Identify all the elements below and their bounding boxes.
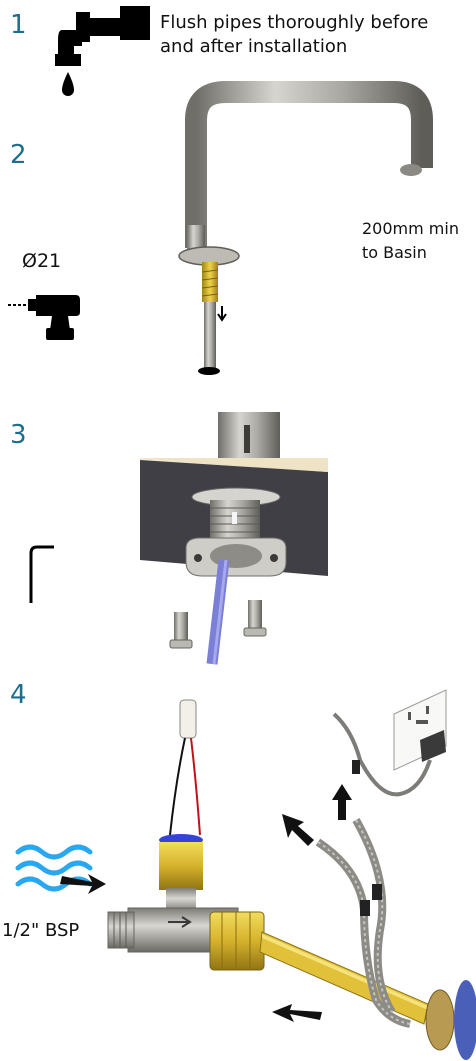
drill-icon (8, 295, 80, 340)
allen-key-icon (29, 545, 54, 603)
step-3-number: 3 (10, 420, 27, 450)
braided-hoses (315, 818, 411, 1028)
flush-instruction-line2: and after installation (160, 36, 348, 57)
tap-flush-icon (55, 6, 150, 96)
thread-size-label: 1/2" BSP (2, 920, 80, 941)
flush-instruction-line1: Flush pipes thoroughly before (160, 12, 429, 33)
basin-clearance-line2: to Basin (362, 243, 427, 262)
step-2-number: 2 (10, 140, 27, 170)
direction-arrows (60, 784, 352, 1022)
underside-mounting-illustration (140, 412, 328, 665)
power-adapter (332, 689, 447, 797)
sensor-cable (169, 699, 201, 836)
step-4-number: 4 (10, 680, 27, 710)
basin-clearance-line1: 200mm min (362, 219, 459, 238)
step-1-number: 1 (10, 10, 27, 40)
water-waves-icon (15, 844, 93, 892)
spout-illustration (178, 81, 433, 375)
drill-size-label: Ø21 (22, 250, 62, 272)
solenoid-valve (107, 834, 265, 971)
